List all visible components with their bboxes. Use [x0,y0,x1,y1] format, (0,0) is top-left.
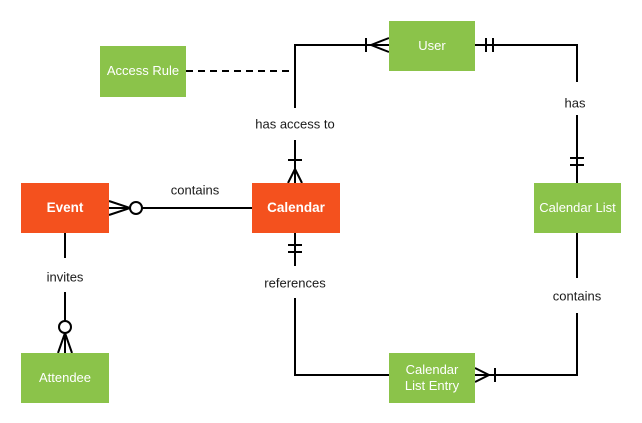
connector-contains-events [108,200,252,216]
entity-event[interactable]: Event [21,183,109,233]
relationship-label-has-access-to: has access to [255,116,335,132]
entity-user[interactable]: User [389,21,475,71]
connector-invites [57,233,73,354]
entity-calendar[interactable]: Calendar [252,183,340,233]
entity-calendar-list[interactable]: Calendar List [534,183,621,233]
connector-contains-entries [474,233,578,383]
relationship-label-invites: invites [46,269,84,285]
entity-attendee[interactable]: Attendee [21,353,109,403]
connector-has-access-to [287,37,390,184]
relationship-label-references: references [264,275,326,291]
connector-has [474,38,584,183]
relationship-label-contains-entries: contains [552,288,602,304]
entity-calendar-list-entry[interactable]: Calendar List Entry [389,353,475,403]
entity-access-rule[interactable]: Access Rule [100,46,186,97]
connector-references [288,233,389,376]
relationship-label-contains-events: contains [170,182,220,198]
relationship-label-has: has [564,95,586,111]
